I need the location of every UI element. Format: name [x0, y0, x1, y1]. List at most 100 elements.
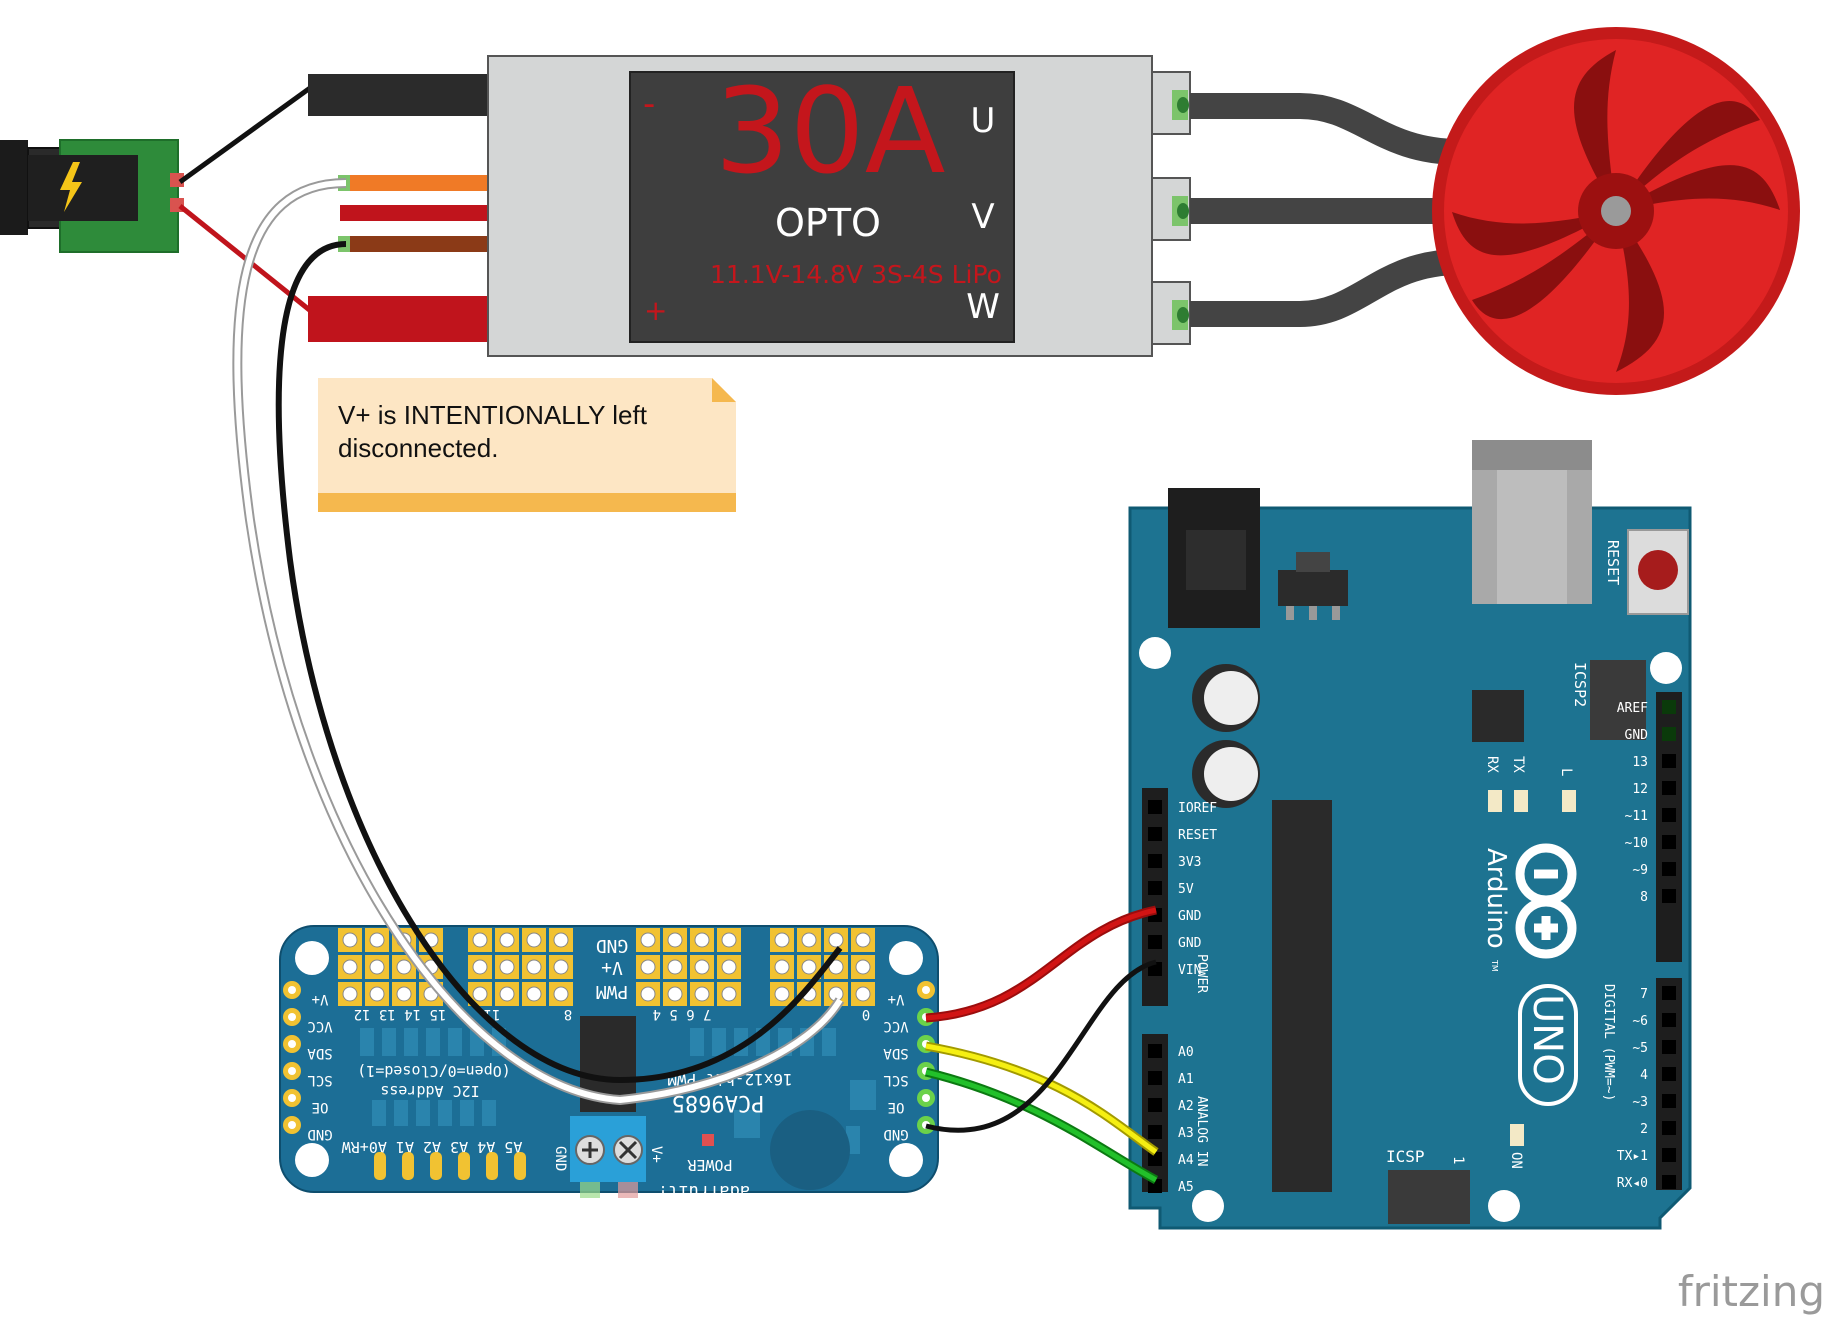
analog-pin-socket[interactable]: [1148, 1152, 1162, 1166]
servo-header-pin[interactable]: [369, 932, 385, 948]
power-pin-socket[interactable]: [1148, 854, 1162, 868]
servo-header-pin[interactable]: [553, 959, 569, 975]
servo-header-pin[interactable]: [342, 932, 358, 948]
servo-header-pin[interactable]: [855, 932, 871, 948]
on-label: ON: [1508, 1152, 1524, 1169]
digital-pin-socket[interactable]: [1662, 1067, 1676, 1081]
analog-pin-socket[interactable]: [1148, 1125, 1162, 1139]
digital-pin-label: ~9: [1632, 863, 1648, 878]
digital-pin-socket[interactable]: [1662, 986, 1676, 1000]
digital-pin-socket[interactable]: [1662, 754, 1676, 768]
servo-header-pin[interactable]: [801, 959, 817, 975]
servo-header-pin[interactable]: [369, 986, 385, 1002]
digital-pin-socket[interactable]: [1662, 889, 1676, 903]
servo-header-pin[interactable]: [526, 986, 542, 1002]
power-pin-socket[interactable]: [1148, 881, 1162, 895]
digital-pin-label: GND: [1625, 728, 1649, 743]
power-pin-label: GND: [1178, 909, 1202, 924]
arduino-brand: Arduino: [1481, 848, 1511, 949]
digital-pin-label: AREF: [1617, 701, 1648, 716]
servo-header-pin[interactable]: [855, 959, 871, 975]
servo-header-pin[interactable]: [828, 932, 844, 948]
digital-pin-socket[interactable]: [1662, 1121, 1676, 1135]
analog-pin-socket[interactable]: [1148, 1044, 1162, 1058]
digital-pin-label: 8: [1640, 890, 1648, 905]
digital-pin-label: 2: [1640, 1122, 1648, 1137]
analog-header-label: ANALOG IN: [1194, 1096, 1209, 1166]
pwm-left-pin-hole: [288, 1121, 296, 1129]
digital-pin-socket[interactable]: [1662, 1148, 1676, 1162]
servo-header-pin[interactable]: [499, 932, 515, 948]
servo-header-pin[interactable]: [499, 959, 515, 975]
servo-header-pin[interactable]: [553, 932, 569, 948]
analog-pin-socket[interactable]: [1148, 1098, 1162, 1112]
servo-header-pin[interactable]: [396, 986, 412, 1002]
servo-header-pin[interactable]: [774, 986, 790, 1002]
servo-header-pin[interactable]: [640, 959, 656, 975]
digital-pin-socket[interactable]: [1662, 1040, 1676, 1054]
servo-header-pin[interactable]: [667, 986, 683, 1002]
channel-numbers-d: 7 6 5 4: [652, 1006, 711, 1022]
servo-header-pin[interactable]: [499, 986, 515, 1002]
servo-header-pin[interactable]: [472, 986, 488, 1002]
digital-pin-socket[interactable]: [1662, 808, 1676, 822]
l-label: L: [1558, 768, 1574, 776]
servo-header-pin[interactable]: [369, 959, 385, 975]
rx-label: RX: [1484, 756, 1500, 773]
servo-header-pin[interactable]: [694, 986, 710, 1002]
servo-header-pin[interactable]: [640, 932, 656, 948]
esc-phase-v: V: [971, 197, 994, 237]
analog-pin-socket[interactable]: [1148, 1071, 1162, 1085]
servo-header-pin[interactable]: [396, 959, 412, 975]
digital-pin-label: ~3: [1632, 1095, 1648, 1110]
power-pin-label: 3V3: [1178, 855, 1201, 870]
servo-headers: [338, 928, 875, 1006]
digital-pin-socket[interactable]: [1662, 862, 1676, 876]
servo-header-pin[interactable]: [342, 959, 358, 975]
digital-pin-socket[interactable]: [1662, 1013, 1676, 1027]
servo-header-pin[interactable]: [855, 986, 871, 1002]
pwm-right-pin-label: SDA: [883, 1045, 909, 1061]
icsp-pin-1: 1: [1450, 1156, 1466, 1164]
esc-type: OPTO: [775, 201, 881, 245]
servo-header-pin[interactable]: [667, 932, 683, 948]
digital-pin-socket[interactable]: [1662, 1094, 1676, 1108]
pwm-left-pin-hole: [288, 1094, 296, 1102]
wire-sda-outline: [925, 1041, 1159, 1156]
servo-header-pin[interactable]: [694, 959, 710, 975]
pwm-left-pin-label: V+: [312, 991, 329, 1007]
servo-header-pin[interactable]: [553, 986, 569, 1002]
arduino-tm: TM: [1490, 959, 1499, 972]
servo-header-pin[interactable]: [774, 959, 790, 975]
terminal-vplus: V+: [648, 1146, 664, 1163]
servo-header-pin[interactable]: [472, 932, 488, 948]
servo-header-pin[interactable]: [526, 932, 542, 948]
power-pin-label: GND: [1178, 936, 1202, 951]
servo-header-pin[interactable]: [774, 932, 790, 948]
servo-header-pin[interactable]: [640, 986, 656, 1002]
icsp2-label: ICSP2: [1571, 662, 1589, 707]
servo-header-pin[interactable]: [526, 959, 542, 975]
servo-header-pin[interactable]: [667, 959, 683, 975]
servo-header-pin[interactable]: [721, 959, 737, 975]
wire-scl-green: [925, 1069, 1158, 1183]
servo-header-pin[interactable]: [721, 932, 737, 948]
pwm-left-pin-label: GND: [307, 1126, 332, 1142]
digital-pin-socket[interactable]: [1662, 1175, 1676, 1189]
servo-header-pin[interactable]: [472, 959, 488, 975]
servo-header-pin[interactable]: [694, 932, 710, 948]
digital-pin-socket[interactable]: [1662, 727, 1676, 741]
servo-header-pin[interactable]: [721, 986, 737, 1002]
digital-pin-socket[interactable]: [1662, 835, 1676, 849]
digital-pin-label: RX◂0: [1617, 1176, 1648, 1191]
pwm-right-pin-hole: [922, 1094, 930, 1102]
pwm-label: PWM: [596, 981, 629, 1002]
servo-header-pin[interactable]: [342, 986, 358, 1002]
power-pin-socket[interactable]: [1148, 935, 1162, 949]
power-pin-socket[interactable]: [1148, 827, 1162, 841]
digital-pin-socket[interactable]: [1662, 781, 1676, 795]
power-pin-socket[interactable]: [1148, 800, 1162, 814]
digital-pin-label: ~10: [1625, 836, 1648, 851]
digital-pin-socket[interactable]: [1662, 700, 1676, 714]
servo-header-pin[interactable]: [801, 932, 817, 948]
